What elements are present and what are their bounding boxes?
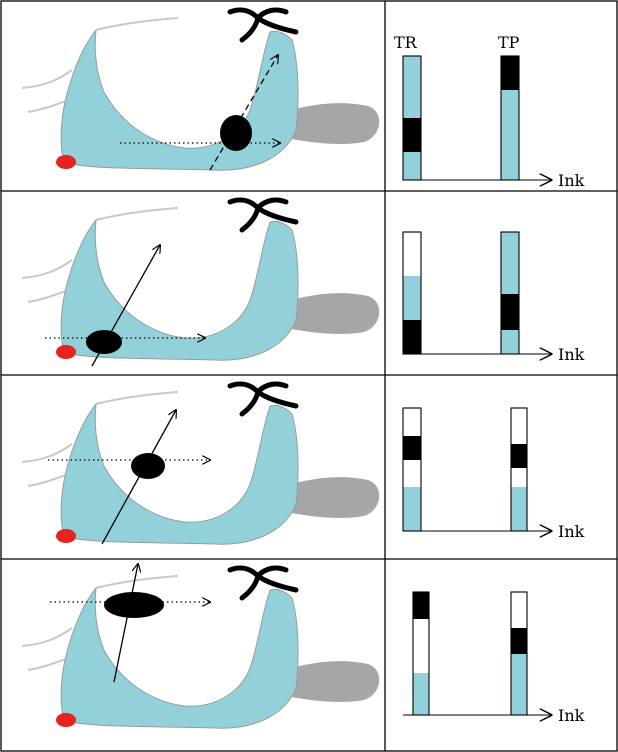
bar-panel: Ink xyxy=(403,591,585,725)
skin-fold-line xyxy=(95,391,179,405)
anatomy-illustration xyxy=(21,381,380,545)
anatomy-illustration xyxy=(21,7,380,171)
nipple-icon xyxy=(227,565,299,601)
row-1: TR TP Ink xyxy=(21,7,585,190)
row-2: Ink xyxy=(21,197,585,367)
bar-panel: TR TP Ink xyxy=(394,33,585,190)
anatomy-illustration xyxy=(21,564,380,729)
oblique-path-arrow xyxy=(209,55,278,171)
tissue-region xyxy=(60,586,299,729)
tp-bar xyxy=(500,231,520,355)
row-4: Ink xyxy=(21,564,585,729)
tr-bar xyxy=(412,591,430,716)
nipple-icon xyxy=(227,197,299,233)
tp-bar xyxy=(510,407,528,532)
tumor-ellipse xyxy=(86,330,122,354)
skin-fold-line xyxy=(95,207,179,221)
bar-panel: Ink xyxy=(402,407,585,541)
red-marker xyxy=(56,529,76,543)
ink-label: Ink xyxy=(558,522,585,541)
skin-fold-line xyxy=(95,17,179,31)
column-label-tr: TR xyxy=(394,33,418,52)
oblique-path-arrow xyxy=(113,564,138,683)
red-marker xyxy=(56,345,76,359)
anatomy-illustration xyxy=(21,197,380,367)
tp-bar xyxy=(510,591,528,716)
tumor-ellipse xyxy=(131,453,165,479)
tr-bar xyxy=(402,231,422,355)
tumor-ellipse xyxy=(104,592,164,618)
tr-bar xyxy=(402,407,422,532)
ink-label: Ink xyxy=(558,345,585,364)
red-marker xyxy=(56,155,76,169)
ink-label: Ink xyxy=(558,171,585,190)
bar-panel: Ink xyxy=(402,231,585,364)
row-3: Ink xyxy=(21,381,585,545)
red-marker xyxy=(56,713,76,727)
nipple-icon xyxy=(227,7,299,43)
tissue-region xyxy=(60,28,299,171)
skin-fold-line xyxy=(95,575,179,589)
tissue-region xyxy=(60,402,299,545)
tr-bar xyxy=(402,55,422,181)
column-label-tp: TP xyxy=(498,33,520,52)
ink-label: Ink xyxy=(558,706,585,725)
tp-bar xyxy=(500,55,520,181)
tumor-ellipse xyxy=(220,115,252,151)
nipple-icon xyxy=(227,381,299,417)
